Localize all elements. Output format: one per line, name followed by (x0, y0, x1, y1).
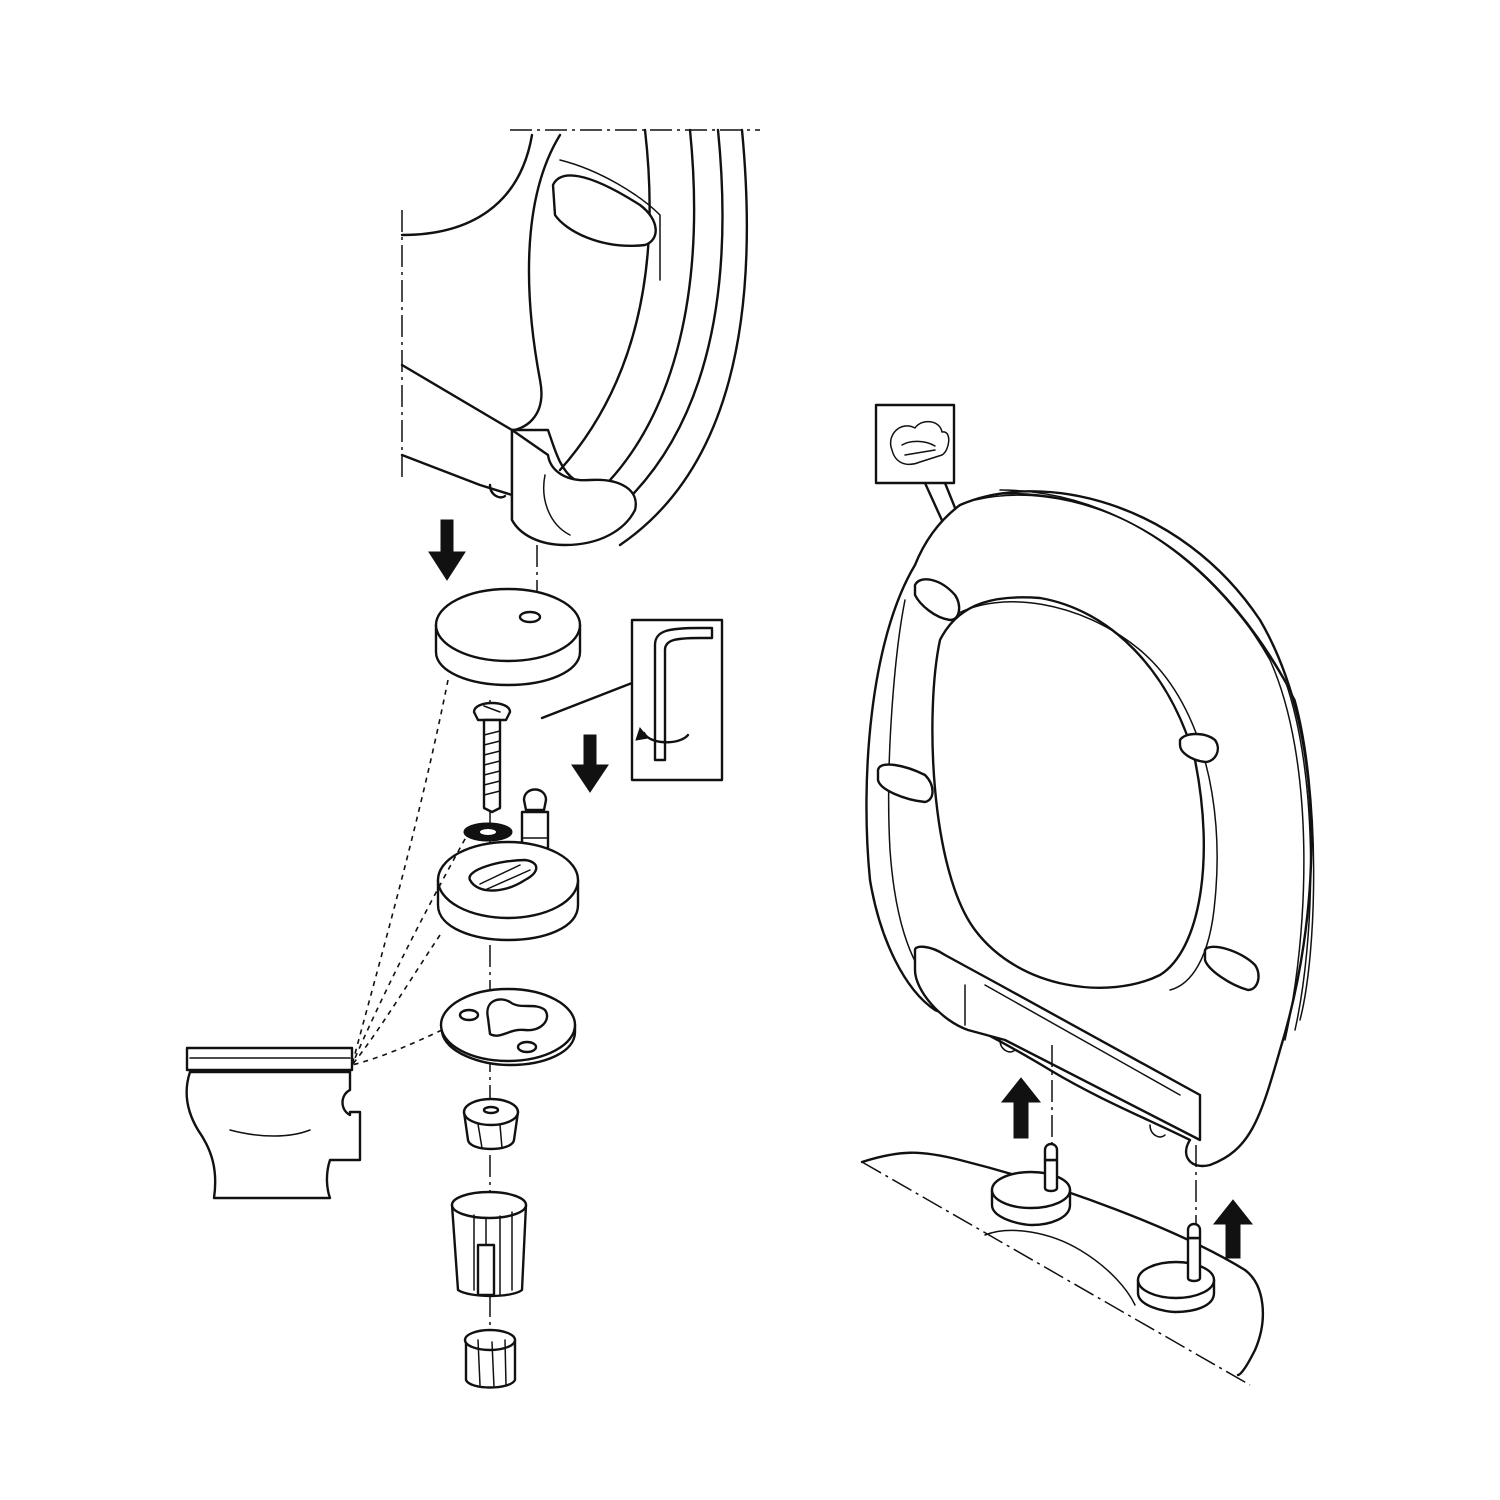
hex-key-icon (630, 618, 724, 782)
down-arrow-icon (571, 734, 609, 793)
base-plate (439, 987, 577, 1067)
toilet-bowl (185, 1046, 362, 1200)
callout-line (540, 681, 634, 720)
hinge-base (436, 840, 580, 942)
leader-line (351, 934, 441, 1066)
washer (463, 822, 513, 842)
rubber-cone (462, 1097, 520, 1151)
hinge-cap (434, 587, 582, 687)
up-arrow-icon (1000, 1077, 1042, 1139)
nut (463, 1328, 517, 1389)
leader-line (351, 1029, 443, 1066)
leader-line (351, 829, 471, 1066)
toilet-seat (865, 489, 1315, 1168)
seat-hinge-end (400, 128, 749, 547)
hinge-screw (472, 701, 512, 814)
right-panel (860, 403, 1315, 1386)
up-arrow-icon (1212, 1199, 1254, 1259)
hinge-post-right (1136, 1222, 1216, 1314)
hinge-post-left (990, 1142, 1072, 1227)
clean-hands-icon (874, 403, 972, 562)
left-panel (185, 128, 760, 1390)
down-arrow-icon (428, 519, 466, 581)
expansion-sleeve (450, 1190, 528, 1298)
leader-line (351, 679, 449, 1066)
